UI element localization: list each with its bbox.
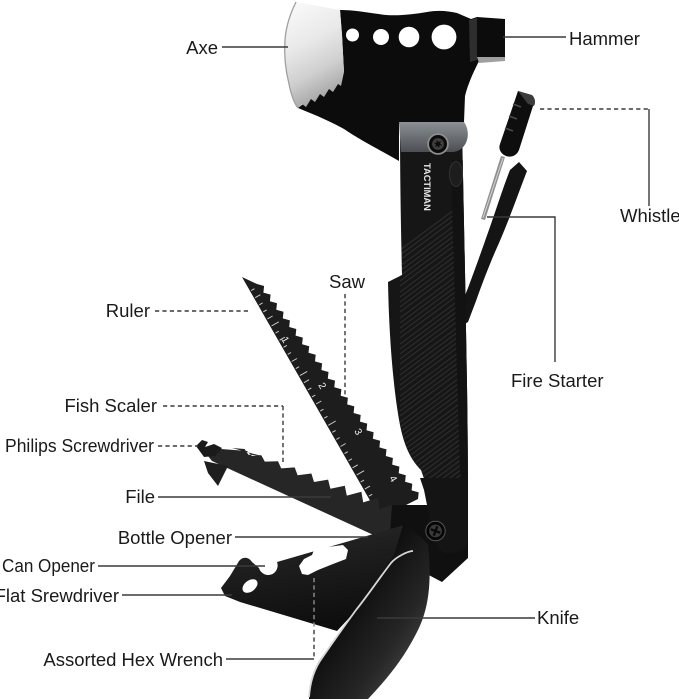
svg-text:Flat Srewdriver: Flat Srewdriver <box>0 585 119 606</box>
svg-text:TACTIMAN: TACTIMAN <box>422 163 432 211</box>
svg-text:Fire Starter: Fire Starter <box>511 370 604 391</box>
svg-text:Can Opener: Can Opener <box>2 555 95 576</box>
svg-text:2: 2 <box>315 381 328 392</box>
svg-text:1: 1 <box>278 335 291 346</box>
svg-text:File: File <box>125 486 155 507</box>
svg-text:Ruler: Ruler <box>106 300 150 321</box>
svg-text:Philips Screwdriver: Philips Screwdriver <box>5 435 154 456</box>
svg-text:Whistle: Whistle <box>620 205 679 226</box>
svg-text:3: 3 <box>351 427 364 438</box>
svg-text:Assorted Hex Wrench: Assorted Hex Wrench <box>43 649 223 670</box>
svg-text:Fish Scaler: Fish Scaler <box>64 395 157 416</box>
svg-text:Hammer: Hammer <box>569 28 640 49</box>
svg-text:Bottle Opener: Bottle Opener <box>118 527 232 548</box>
svg-text:Saw: Saw <box>329 271 366 292</box>
svg-text:Knife: Knife <box>537 607 579 628</box>
svg-text:4: 4 <box>386 474 399 485</box>
svg-text:Axe: Axe <box>186 37 218 58</box>
